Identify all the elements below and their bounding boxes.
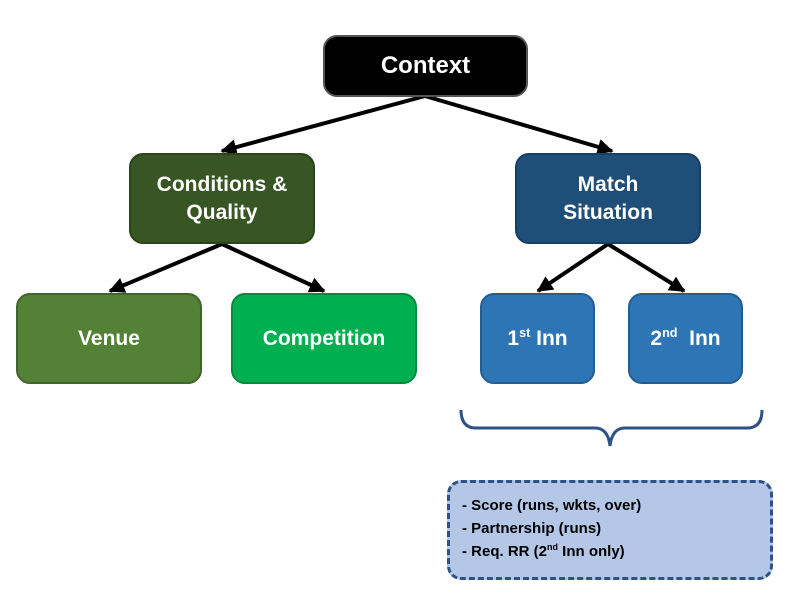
competition-label: Competition <box>262 326 386 350</box>
second-innings-number: 2 <box>650 326 663 350</box>
arrow-context-to-match <box>424 94 614 155</box>
note-rr-prefix: - Req. RR (2 <box>462 543 548 560</box>
competition-node: Competition <box>231 293 417 384</box>
arrow-conditions-to-competition <box>221 242 326 293</box>
arrow-context-to-conditions <box>220 94 426 155</box>
note-score: - Score (runs, wkts, over) <box>462 497 642 514</box>
second-innings-node: 2nd Inn <box>628 293 743 384</box>
context-node: Context <box>323 35 528 97</box>
first-innings-suffix: st <box>519 325 531 340</box>
note-rr-suffix: nd <box>547 542 559 552</box>
conditions-label-line2: Quality <box>186 200 258 224</box>
arrow-match-to-inn2 <box>606 242 686 293</box>
note-rr-post: Inn only) <box>558 543 625 560</box>
venue-label: Venue <box>78 326 140 350</box>
second-innings-suffix: nd <box>662 325 678 340</box>
second-innings-text: Inn <box>677 326 721 350</box>
first-innings-number: 1 <box>507 326 520 350</box>
arrow-conditions-to-venue <box>108 242 223 293</box>
match-situation-node: Match Situation <box>515 153 701 244</box>
venue-node: Venue <box>16 293 202 384</box>
conditions-label-line1: Conditions & <box>156 173 288 197</box>
first-innings-label: 1st Inn <box>507 325 567 352</box>
first-innings-node: 1st Inn <box>480 293 595 384</box>
note-required-run-rate: - Req. RR (2nd Inn only) <box>462 540 770 563</box>
conditions-quality-node: Conditions & Quality <box>129 153 315 244</box>
note-partnership: - Partnership (runs) <box>462 520 602 537</box>
arrow-match-to-inn1 <box>536 242 610 293</box>
curly-brace <box>459 409 764 447</box>
context-label: Context <box>380 52 471 80</box>
first-innings-text: Inn <box>530 326 568 350</box>
match-situation-notes: - Score (runs, wkts, over) - Partnership… <box>447 480 773 580</box>
match-label-line2: Situation <box>563 200 653 224</box>
second-innings-label: 2nd Inn <box>650 325 720 352</box>
match-label-line1: Match <box>577 173 639 197</box>
